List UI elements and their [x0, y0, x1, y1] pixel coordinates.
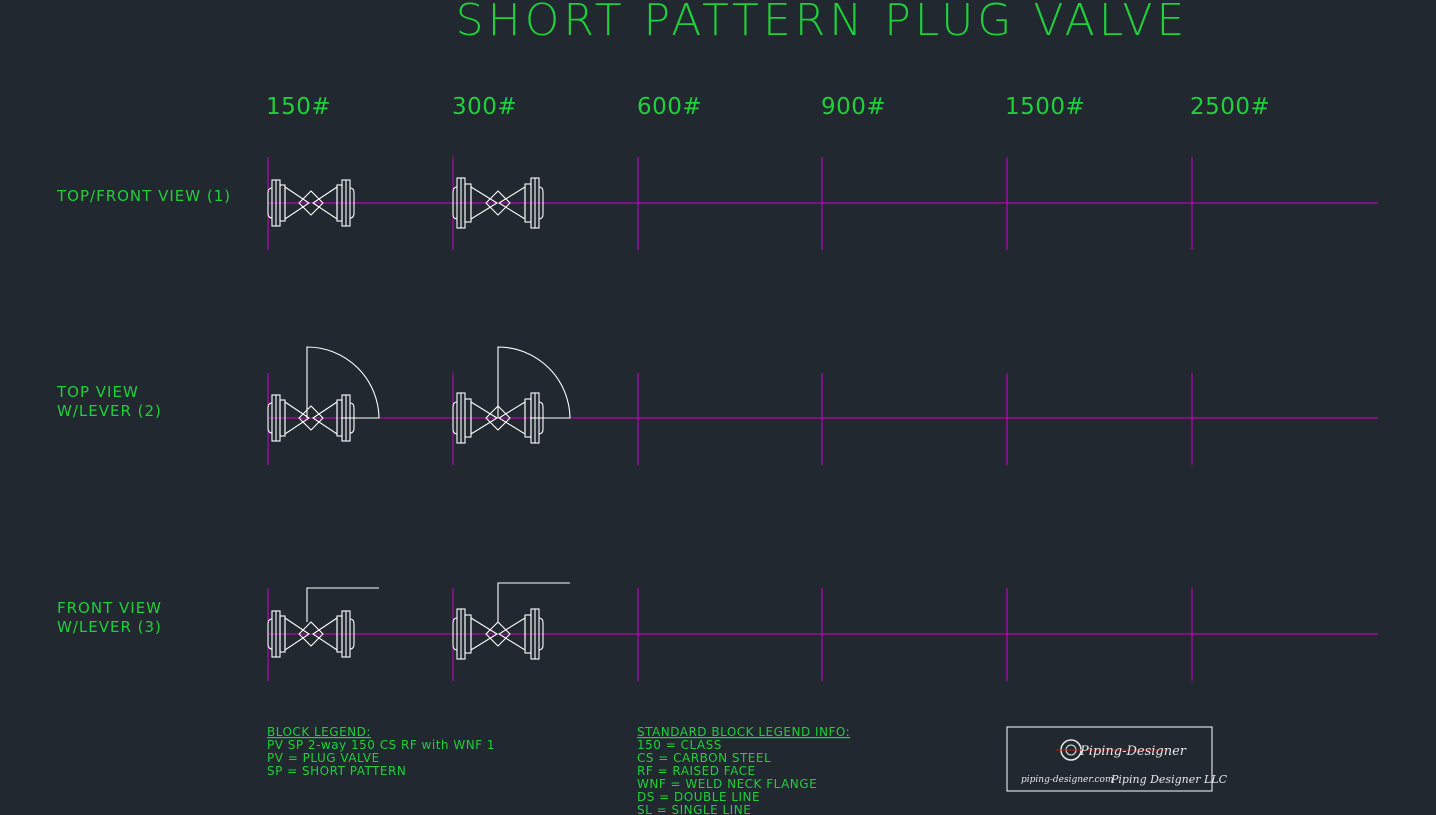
standard-legend-line: RF = RAISED FACE: [637, 764, 756, 778]
row-label-top-front-view: TOP/FRONT VIEW (1): [56, 187, 231, 205]
standard-legend: STANDARD BLOCK LEGEND INFO: 150 = CLASS …: [637, 725, 850, 815]
lever-arc-300: [497, 346, 571, 419]
drawing-title: SHORT PATTERN PLUG VALVE: [456, 0, 1189, 46]
row-label-top-view: TOP VIEW: [56, 383, 139, 401]
lever-arc-150: [306, 346, 380, 419]
lever-handle-300: [497, 582, 570, 622]
standard-legend-line: WNF = WELD NECK FLANGE: [637, 777, 817, 791]
class-label-900: 900#: [821, 94, 886, 120]
valve-row-front-view-lever: [267, 582, 570, 660]
centerline-grid: [267, 157, 1378, 681]
row-labels: TOP/FRONT VIEW (1) TOP VIEW W/LEVER (2) …: [56, 187, 231, 636]
class-label-1500: 1500#: [1005, 94, 1085, 120]
row-label-top-view-lever: W/LEVER (2): [57, 402, 162, 420]
logo-frame: [1006, 726, 1213, 792]
row-centerlines: [268, 202, 1378, 635]
flange-logo-icon: [1056, 739, 1166, 761]
valve-row-top-view-lever: [267, 346, 571, 444]
block-legend-line: SP = SHORT PATTERN: [267, 764, 406, 778]
standard-legend-line: 150 = CLASS: [637, 738, 722, 752]
class-label-150: 150#: [266, 94, 331, 120]
row-label-front-view-lever: W/LEVER (3): [57, 618, 162, 636]
class-label-2500: 2500#: [1190, 94, 1270, 120]
standard-legend-line: CS = CARBON STEEL: [637, 751, 771, 765]
lever-handle-150: [306, 587, 379, 622]
piping-designer-logo: Piping-Designer piping-designer.com Pipi…: [1006, 726, 1228, 792]
standard-legend-line: DS = DOUBLE LINE: [637, 790, 760, 804]
standard-legend-line: SL = SINGLE LINE: [637, 803, 751, 815]
class-label-300: 300#: [452, 94, 517, 120]
logo-brand: Piping-Designer: [1079, 744, 1187, 759]
class-label-600: 600#: [637, 94, 702, 120]
block-legend-line: PV = PLUG VALVE: [267, 751, 380, 765]
block-legend-line: PV SP 2-way 150 CS RF with WNF 1: [267, 738, 495, 752]
block-legend: BLOCK LEGEND: PV SP 2-way 150 CS RF with…: [267, 725, 495, 778]
logo-company: Piping Designer LLC: [1110, 773, 1228, 786]
column-ticks: [267, 157, 1193, 681]
row-label-front-view: FRONT VIEW: [57, 599, 162, 617]
block-legend-heading: BLOCK LEGEND:: [267, 725, 371, 739]
pressure-class-headers: 150# 300# 600# 900# 1500# 2500#: [266, 94, 1270, 120]
logo-website: piping-designer.com: [1021, 775, 1114, 785]
standard-legend-heading: STANDARD BLOCK LEGEND INFO:: [637, 725, 850, 739]
